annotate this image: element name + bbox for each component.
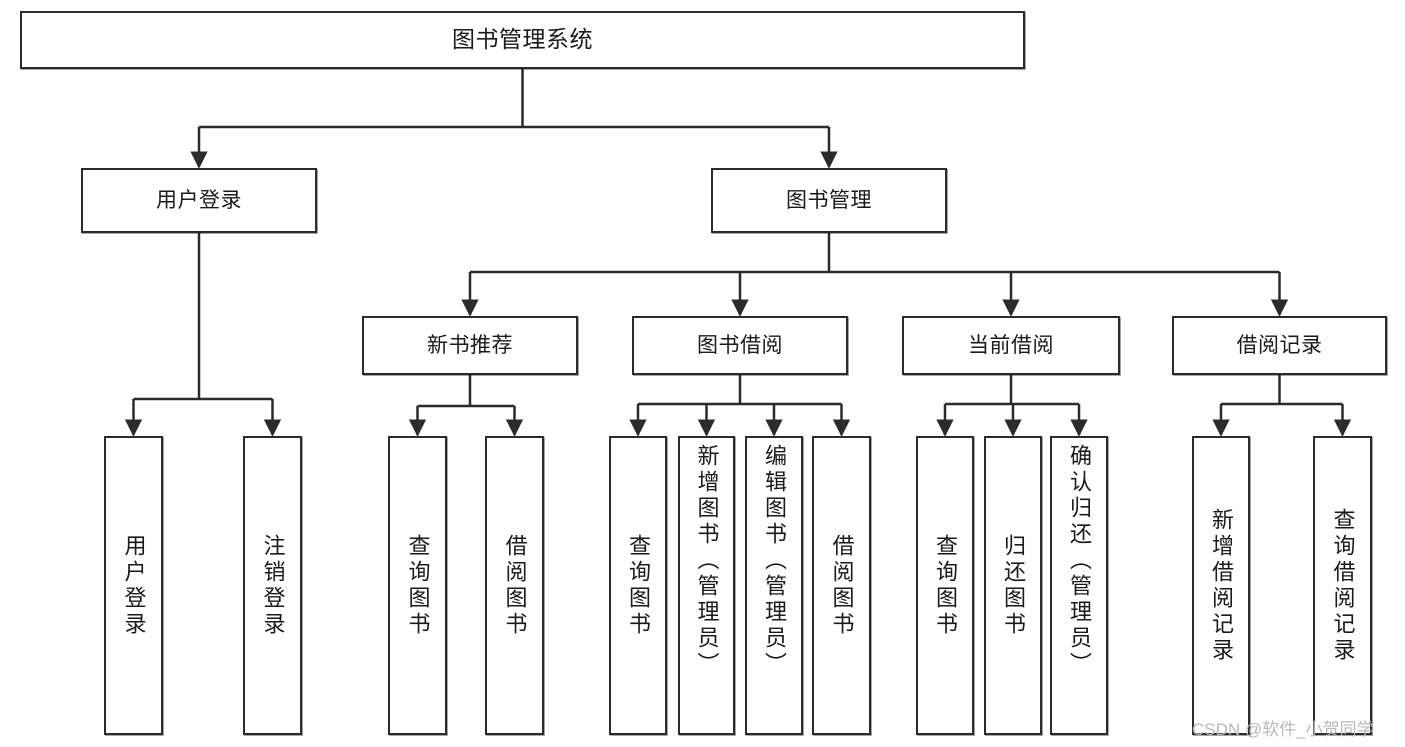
node-label-leaf-query-book-1: 查询图书 (405, 533, 431, 638)
node-leaf-query-book-1[interactable]: 查询图书 (388, 436, 447, 735)
node-leaf-borrow-book-1[interactable]: 借阅图书 (485, 436, 544, 735)
node-label-book-management: 图书管理 (786, 188, 872, 212)
node-leaf-edit-book[interactable]: 编辑图书（管理员） (745, 436, 803, 735)
node-leaf-logout[interactable]: 注销登录 (243, 436, 302, 735)
node-label-leaf-borrow-book-2: 借阅图书 (829, 533, 855, 638)
node-label-leaf-logout: 注销登录 (260, 533, 286, 638)
node-label-leaf-user-login: 用户登录 (121, 533, 147, 638)
node-label-new-book-recommend: 新书推荐 (427, 333, 513, 357)
node-leaf-add-record[interactable]: 新增借阅记录 (1192, 436, 1250, 735)
node-label-leaf-borrow-book-1: 借阅图书 (502, 533, 528, 638)
node-book-management[interactable]: 图书管理 (711, 168, 947, 233)
node-leaf-query-book-3[interactable]: 查询图书 (916, 436, 974, 735)
node-label-user-login: 用户登录 (156, 188, 242, 212)
node-label-root: 图书管理系统 (452, 26, 593, 53)
node-leaf-query-book-2[interactable]: 查询图书 (609, 436, 667, 735)
node-new-book-recommend[interactable]: 新书推荐 (362, 316, 578, 375)
node-leaf-borrow-book-2[interactable]: 借阅图书 (812, 436, 871, 735)
node-leaf-return-book[interactable]: 归还图书 (984, 436, 1042, 735)
node-label-leaf-return-book: 归还图书 (1001, 533, 1026, 638)
node-book-borrow[interactable]: 图书借阅 (632, 316, 848, 375)
node-label-leaf-confirm-return: 确认归还（管理员） (1067, 444, 1092, 678)
node-label-book-borrow: 图书借阅 (697, 333, 783, 357)
node-label-leaf-query-book-2: 查询图书 (626, 533, 651, 638)
node-leaf-user-login[interactable]: 用户登录 (104, 436, 163, 735)
node-root[interactable]: 图书管理系统 (20, 11, 1025, 69)
node-leaf-query-record[interactable]: 查询借阅记录 (1313, 436, 1372, 735)
node-label-leaf-add-book: 新增图书（管理员） (694, 444, 720, 678)
node-label-borrow-record: 借阅记录 (1236, 333, 1323, 357)
node-borrow-record[interactable]: 借阅记录 (1172, 316, 1387, 375)
node-label-leaf-add-record: 新增借阅记录 (1209, 507, 1234, 664)
node-label-current-borrow: 当前借阅 (968, 333, 1054, 357)
node-label-leaf-edit-book: 编辑图书（管理员） (762, 444, 787, 678)
node-leaf-add-book[interactable]: 新增图书（管理员） (678, 436, 735, 735)
node-leaf-confirm-return[interactable]: 确认归还（管理员） (1050, 436, 1108, 735)
node-label-leaf-query-record: 查询借阅记录 (1330, 507, 1356, 664)
node-label-leaf-query-book-3: 查询图书 (933, 533, 958, 638)
node-user-login[interactable]: 用户登录 (81, 168, 317, 233)
node-current-borrow[interactable]: 当前借阅 (902, 316, 1120, 375)
